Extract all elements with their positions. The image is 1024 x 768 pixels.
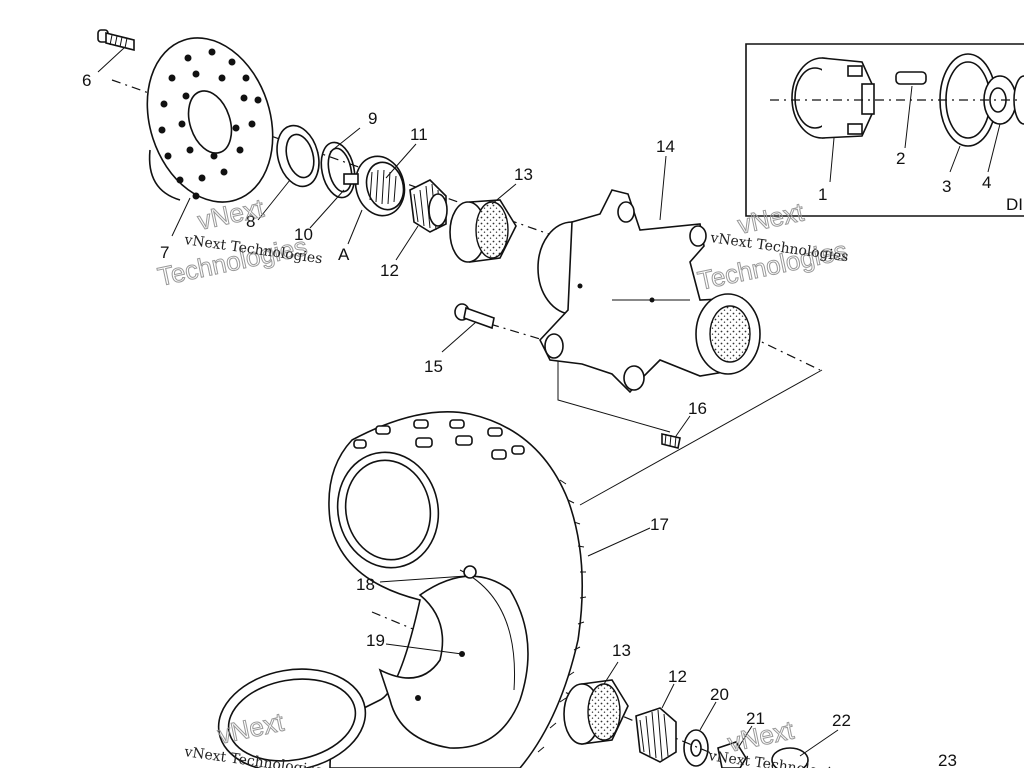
label-part-A: A [338, 245, 350, 264]
part-12-tapered-bearing-upper [409, 179, 448, 233]
leader-lines [97, 47, 839, 757]
detail-inset [745, 43, 1024, 217]
label-part-23: 23 [938, 751, 957, 768]
label-part-15: 15 [424, 357, 443, 376]
label-inset-1: 1 [818, 185, 827, 204]
label-part-13-upper: 13 [514, 165, 533, 184]
label-part-17: 17 [650, 515, 669, 534]
part-19-wheel-rim [217, 565, 529, 768]
label-part-6: 6 [82, 71, 91, 90]
label-part-22: 22 [832, 711, 851, 730]
label-part-11: 11 [410, 125, 428, 144]
part-13-race-upper [449, 199, 517, 263]
part-22-cap [771, 747, 809, 768]
label-part-14: 14 [656, 137, 675, 156]
label-part-16: 16 [688, 399, 707, 418]
label-inset-3: 3 [942, 177, 951, 196]
part-8-seal [276, 124, 320, 188]
label-part-12-upper: 12 [380, 261, 399, 280]
part-13-race-lower [563, 679, 629, 745]
inset-labels: 1 2 3 4 DI [818, 149, 1023, 214]
part-14-hub [537, 189, 761, 394]
label-part-18: 18 [356, 575, 375, 594]
label-inset-DI: DI [1006, 195, 1023, 214]
part-20-washer [683, 729, 709, 767]
label-part-21: 21 [746, 709, 765, 728]
label-part-19: 19 [366, 631, 385, 650]
part-7-brake-disc [146, 37, 274, 203]
label-part-20: 20 [710, 685, 729, 704]
label-part-10: 10 [294, 225, 313, 244]
part-12-tapered-bearing-lower [635, 707, 677, 763]
part-labels: 6 7 8 9 10 11 A 12 13 14 15 16 17 18 19 … [82, 71, 957, 768]
label-part-13-lower: 13 [612, 641, 631, 660]
part-9-ring [320, 141, 356, 199]
label-inset-4: 4 [982, 173, 991, 192]
label-part-8: 8 [246, 212, 255, 231]
inset-part-1-drawing [791, 57, 875, 139]
part-16-set-screw [661, 433, 681, 449]
part-15-screw [454, 303, 495, 330]
label-part-9: 9 [368, 109, 377, 128]
label-part-7: 7 [160, 243, 169, 262]
part-21-nut [717, 741, 747, 768]
label-inset-2: 2 [896, 149, 905, 168]
part-6-bolt [97, 29, 135, 52]
inset-part-2-drawing [895, 71, 927, 85]
label-part-12-lower: 12 [668, 667, 687, 686]
